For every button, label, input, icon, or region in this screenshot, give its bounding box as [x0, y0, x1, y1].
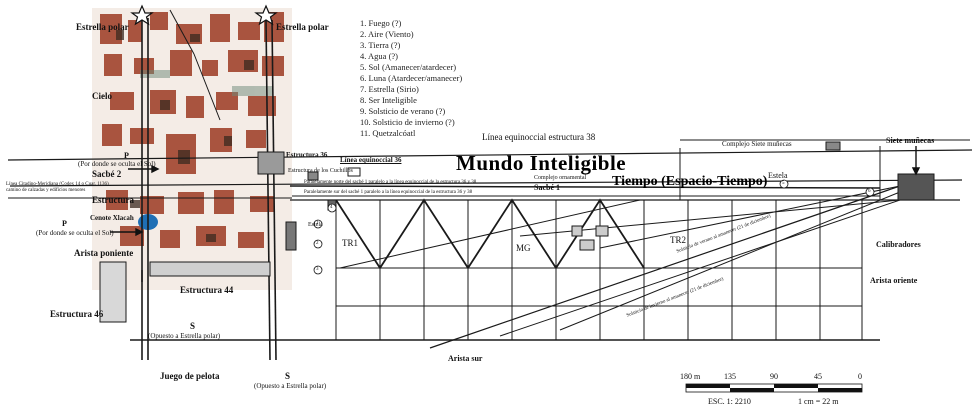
codex-mural: [92, 8, 292, 290]
legend-item: 8. Ser Inteligible: [360, 95, 417, 105]
label-sacbe2: Sacbé 2: [92, 169, 122, 179]
label-arista-oriente: Arista oriente: [870, 276, 918, 285]
label-s-left: S: [190, 321, 196, 331]
label-siete-munecas: Siete muñecas: [886, 136, 935, 145]
legend-item: 5. Sol (Amanecer/atardecer): [360, 62, 457, 72]
label-linea-equinoccial-36: Línea equinoccial 36: [340, 156, 402, 164]
scale-tick: 45: [814, 372, 822, 381]
legend-item: 11. Quetzalcóatl: [360, 128, 416, 138]
label-s-left-sub: (Opuesto a Estrella polar): [148, 332, 221, 340]
label-paralel-top: Paralelamente norte del sacbé 1 paralelo…: [304, 180, 477, 185]
title-tiempo: Tiempo (Espacio-Tiempo): [612, 174, 768, 189]
label-s-right: S: [285, 371, 291, 381]
label-estructura36: Estructura 36: [286, 151, 328, 159]
num-marker: 2: [316, 241, 319, 246]
label-estructura-left: Estructura: [92, 195, 134, 205]
label-p-bottom: P: [62, 219, 67, 228]
label-p-top-sub: (Por donde se oculta el Sol): [78, 160, 156, 168]
legend-item: 9. Solsticio de verano (?): [360, 106, 446, 116]
num-marker: 6: [868, 189, 871, 194]
label-paralel-bottom: Paralelamente sur del sacbé 1 paralelo a…: [304, 190, 473, 195]
legend-item: 1. Fuego (?): [360, 18, 402, 28]
label-estructura-cuchillos: Estructura de los Cuchillos: [288, 168, 353, 174]
label-p-top: P: [124, 151, 129, 160]
scale-bar: [685, 383, 863, 393]
label-mg: MG: [516, 243, 531, 253]
label-tr2: TR2: [670, 235, 687, 245]
num-marker: 3: [316, 267, 319, 272]
label-estela-small: Estela: [308, 222, 323, 228]
label-estela: Estela: [768, 171, 788, 180]
scale-tick: 180 m: [680, 372, 701, 381]
title-mundo-inteligible: Mundo Inteligible: [456, 151, 627, 175]
label-tr1: TR1: [342, 238, 359, 248]
scale-tick: 0: [858, 372, 862, 381]
label-linea-equinoccial-38: Línea equinoccial estructura 38: [482, 132, 596, 142]
label-s-right-sub: (Opuesto a Estrella polar): [254, 382, 327, 390]
label-small-left-2: camino de calzadas y edificios menores: [6, 188, 86, 193]
label-estructura46: Estructura 46: [50, 309, 104, 319]
scale-tick: 135: [724, 372, 736, 381]
label-polar-left: Estrella polar: [76, 22, 129, 32]
label-polar-right: Estrella polar: [276, 22, 329, 32]
label-complejo-mod: Complejo ornamental: [534, 175, 587, 181]
label-juego-pelota: Juego de pelota: [160, 371, 220, 381]
legend-item: 7. Estrella (Sirio): [360, 84, 419, 94]
legend-item: 6. Luna (Atardecer/amanecer): [360, 73, 463, 83]
label-arista-poniente: Arista poniente: [74, 248, 134, 258]
label-cielo: Cielo: [92, 91, 112, 101]
legend-item: 10. Solsticio de invierno (?): [360, 117, 455, 127]
label-sacbe1: Sacbé 1: [534, 183, 560, 192]
label-p-bottom-sub: (Por donde se oculta el Sol): [36, 229, 114, 237]
label-cenote: Cenote Xlacah: [90, 214, 134, 222]
label-complejo-siete: Complejo Siete muñecas: [722, 140, 792, 148]
legend-item: 3. Tierra (?): [360, 40, 401, 50]
scale-tick: 90: [770, 372, 778, 381]
label-calibradores: Calibradores: [876, 240, 921, 249]
legend: 1. Fuego (?) 2. Aire (Viento) 3. Tierra …: [360, 18, 462, 139]
num-marker: 5: [782, 181, 785, 186]
label-estructura44: Estructura 44: [180, 285, 234, 295]
scale-equiv: 1 cm = 22 m: [798, 397, 839, 406]
legend-item: 2. Aire (Viento): [360, 29, 414, 39]
num-marker: 1: [316, 221, 319, 226]
scale-ratio: ESC. 1: 2210: [708, 397, 751, 406]
label-arista-sur: Arista sur: [448, 354, 483, 363]
num-marker: 4: [330, 205, 333, 210]
legend-item: 4. Agua (?): [360, 51, 399, 61]
label-small-left-1: Línea Citadino-Meridiana (Codex 14 o Cua…: [6, 182, 109, 187]
